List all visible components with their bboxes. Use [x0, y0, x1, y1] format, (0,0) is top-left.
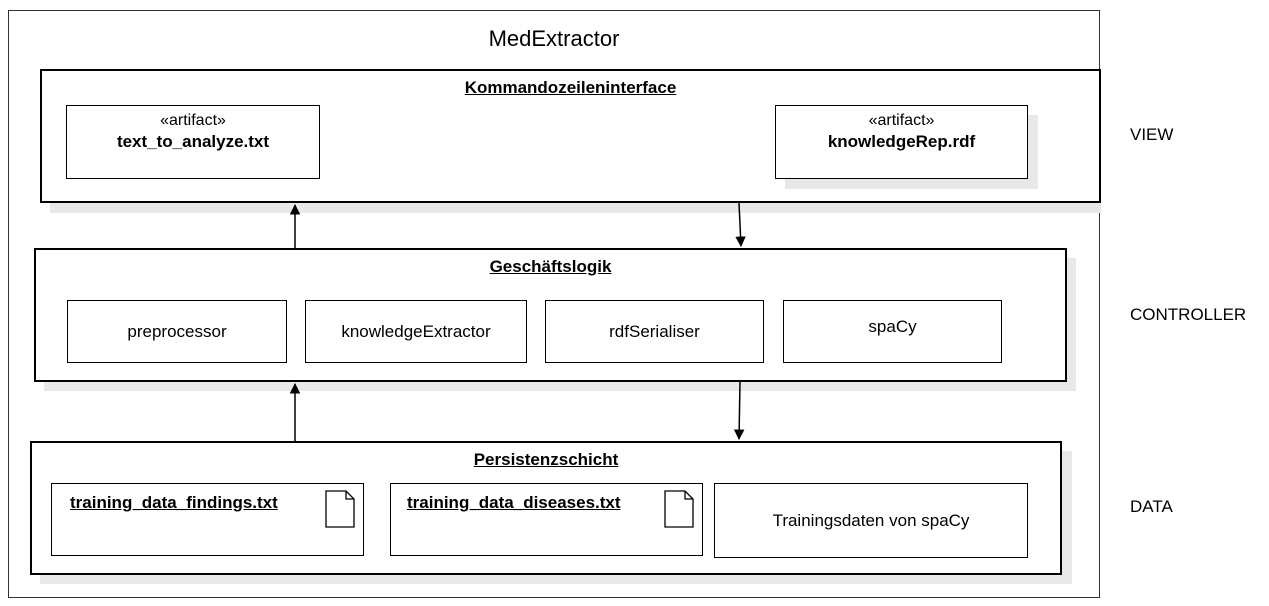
- artifact-name: knowledgeRep.rdf: [827, 132, 976, 151]
- component-knowledge-extractor: knowledgeExtractor: [305, 300, 527, 363]
- side-label-controller: CONTROLLER: [1130, 305, 1247, 324]
- artifact-knowledgerep: «artifact» knowledgeRep.rdf: [775, 105, 1028, 179]
- diagram-title: MedExtractor: [488, 26, 620, 51]
- arrow-controller-to-data: [733, 381, 745, 441]
- controller-layer-title: Geschäftslogik: [489, 257, 612, 276]
- artifact-stereotype: «artifact»: [868, 112, 935, 129]
- data-layer-title: Persistenzschicht: [473, 450, 619, 469]
- file-training-findings: training_data_findings.txt: [51, 483, 364, 556]
- artifact-text-to-analyze: «artifact» text_to_analyze.txt: [66, 105, 320, 179]
- file-name: training_data_diseases.txt: [407, 493, 621, 512]
- component-preprocessor: preprocessor: [67, 300, 287, 363]
- component-rdf-serialiser: rdfSerialiser: [545, 300, 764, 363]
- side-label-view: VIEW: [1130, 125, 1174, 144]
- system-boundary: [8, 10, 1100, 598]
- artifact-name: text_to_analyze.txt: [116, 132, 270, 151]
- component-spacy: spaCy: [783, 300, 1002, 363]
- file-name: training_data_findings.txt: [70, 493, 278, 512]
- arrow-view-to-controller: [735, 202, 746, 248]
- file-training-diseases: training_data_diseases.txt: [390, 483, 703, 556]
- artifact-stereotype: «artifact»: [160, 112, 226, 129]
- spacy-training-data: Trainingsdaten von spaCy: [714, 483, 1028, 558]
- document-icon: [325, 490, 355, 528]
- view-layer-title: Kommandozeileninterface: [464, 78, 677, 97]
- side-label-data: DATA: [1130, 497, 1173, 516]
- document-icon: [664, 490, 694, 528]
